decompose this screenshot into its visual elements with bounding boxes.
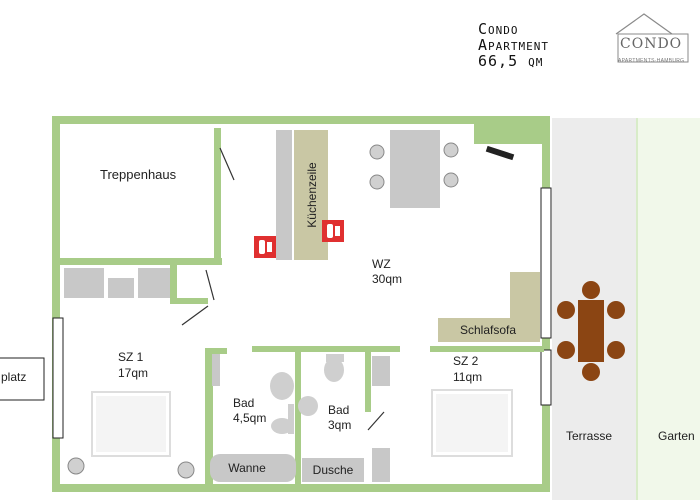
label-bad1-size: 4,5qm [233, 411, 267, 425]
house-roof-icon [615, 13, 689, 63]
sz1-cabinet-1 [64, 268, 104, 298]
label-bad1: Bad [233, 396, 255, 410]
sz2-bed [431, 389, 513, 457]
logo-name: CONDO [620, 36, 683, 52]
sz1-cabinet-2 [108, 278, 134, 298]
label-sz2: SZ 2 [453, 354, 479, 368]
label-sz1: SZ 1 [118, 350, 144, 364]
dining-chairs [369, 142, 459, 190]
label-wanne: Wanne [228, 461, 266, 475]
condo-logo: CONDO APARTMENTS·HAMBURG [612, 12, 700, 70]
fire-extinguisher-icon [254, 236, 276, 258]
sz1-bed [91, 391, 171, 457]
label-sz1-size: 17qm [118, 366, 149, 380]
kitchen-column [276, 130, 292, 260]
windows [52, 187, 552, 439]
logo-tagline: APARTMENTS·HAMBURG [618, 58, 685, 64]
sofa-bed [438, 272, 540, 342]
fire-extinguisher-icon-2 [322, 220, 344, 242]
tv [485, 145, 515, 161]
terrace-chairs [557, 281, 625, 381]
header-line-2: Apartment [478, 36, 550, 54]
label-kuechenzeile: Küchenzeile [305, 162, 319, 228]
label-wz-size: 30qm [372, 272, 403, 286]
dining-table [390, 130, 440, 208]
bathtub [210, 454, 296, 482]
label-wz: WZ [372, 257, 391, 271]
interior-walls [60, 128, 544, 492]
label-sz2-size: 11qm [453, 370, 483, 384]
label-bad2-size: 3qm [328, 418, 352, 432]
header-line-1: Condo [478, 20, 519, 38]
label-schlafsofa: Schlafsofa [460, 323, 517, 337]
label-terrasse: Terrasse [566, 429, 613, 443]
label-stellplatz: platz [1, 370, 27, 384]
bad1-cabinet [212, 354, 220, 386]
label-bad2: Bad [328, 403, 350, 417]
parking-box [0, 357, 45, 401]
terrace-table [578, 300, 604, 362]
label-garten: Garten [658, 429, 695, 443]
sz1-cabinet-3 [138, 268, 170, 298]
shower [302, 458, 364, 482]
label-treppenhaus: Treppenhaus [100, 167, 177, 182]
header-area: 66,5 qm [478, 52, 544, 70]
garden-area [638, 118, 700, 500]
label-dusche: Dusche [312, 463, 354, 477]
